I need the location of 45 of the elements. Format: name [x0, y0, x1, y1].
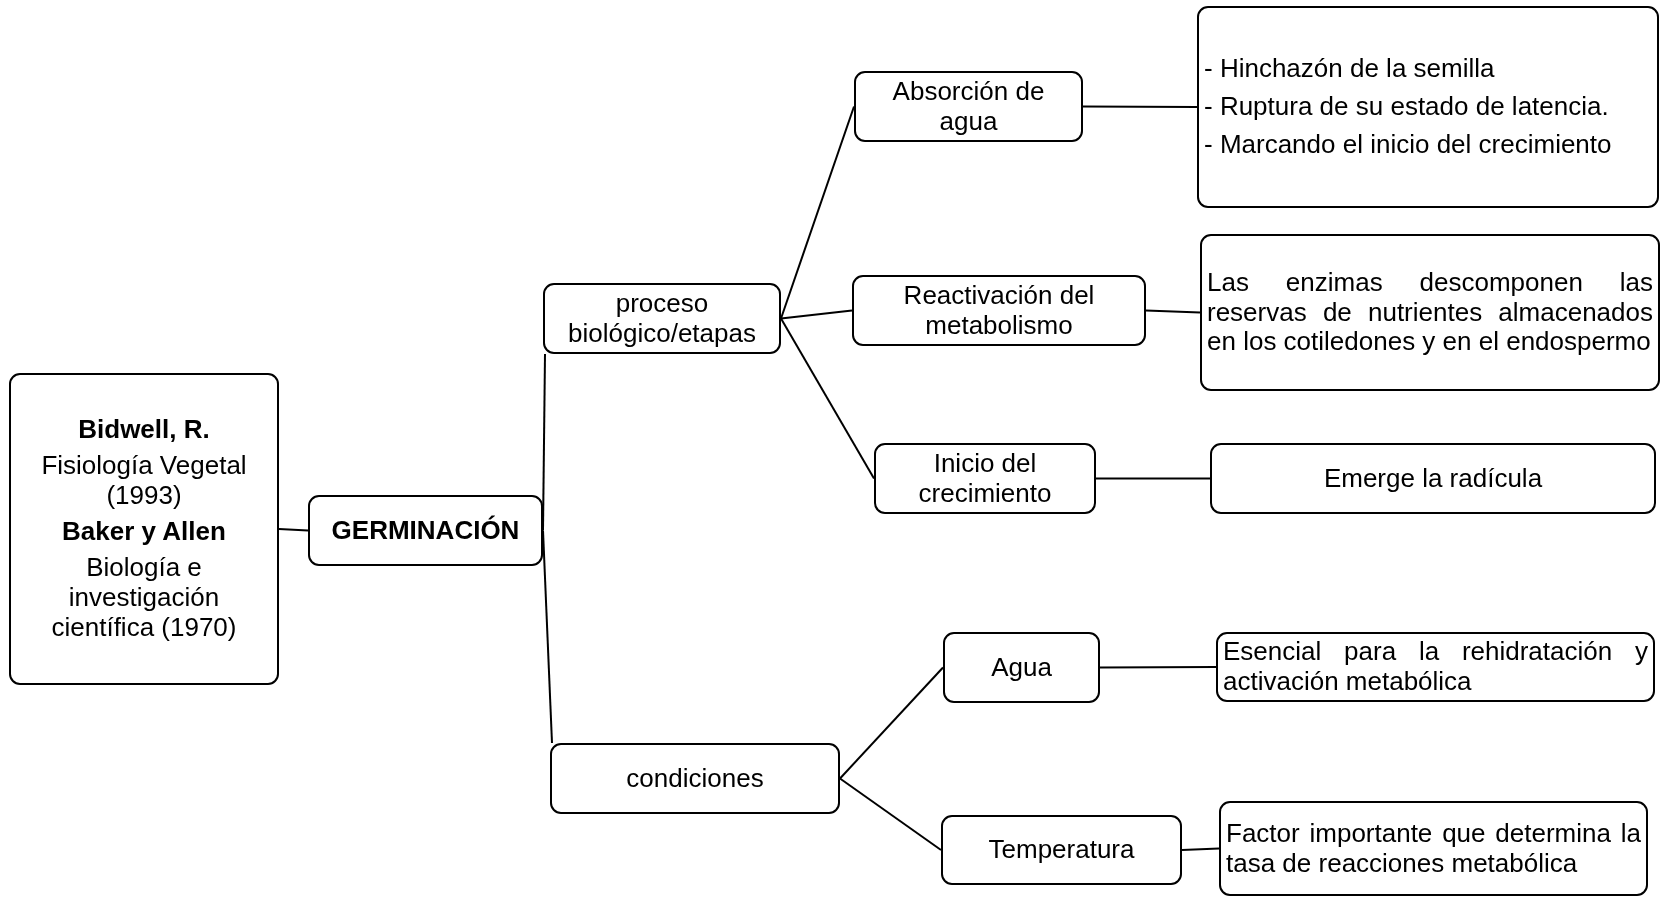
node-text: Reactivación del metabolismo: [902, 280, 1096, 341]
rounded-box: [854, 71, 1083, 142]
rounded-box: [9, 373, 279, 685]
node-text: Inicio del crecimiento: [917, 448, 1053, 509]
connector-line: [1145, 309, 1201, 314]
connector-line: [839, 777, 942, 851]
rounded-box: [941, 815, 1182, 885]
connector-line: [1082, 105, 1198, 108]
node-text: Absorción de agua: [891, 76, 1046, 137]
node-text: Emerge la radícula: [1322, 463, 1544, 494]
rounded-box: [1216, 632, 1655, 702]
node-text: Biología e investigación científica (1970): [50, 552, 238, 643]
connector-line: [780, 309, 853, 320]
node-text: Esencial para la rehidratación y activación metabólica: [1223, 637, 1648, 697]
node-text: - Marcando el inicio del crecimiento: [1204, 129, 1613, 160]
rounded-box: [308, 495, 543, 566]
node-text: Las enzimas descomponen las reservas de nutrientes almacenados en los cotiledones y en el endospermo: [1207, 267, 1653, 358]
node-text: GERMINACIÓN: [330, 515, 521, 546]
node-text: proceso biológico/etapas: [567, 288, 757, 349]
connector-line: [542, 529, 553, 744]
node-text: - Ruptura de su estado de latencia.: [1204, 92, 1610, 122]
connector-line: [1099, 666, 1217, 669]
node-text: Baker y Allen: [61, 517, 227, 547]
node-text: Bidwell, R.: [77, 415, 211, 446]
rounded-box: [1219, 801, 1648, 896]
node-text: - Hinchazón de la semilla: [1204, 54, 1496, 85]
connector-line: [1181, 847, 1220, 851]
connector-line: [839, 666, 944, 780]
rounded-box: [550, 743, 840, 814]
node-text: condiciones: [625, 763, 765, 794]
connector-line: [780, 105, 855, 320]
rounded-box: [543, 283, 781, 354]
rounded-box: [1197, 6, 1659, 208]
connector-line: [278, 528, 309, 532]
rounded-box: [1200, 234, 1660, 391]
rounded-box: [1210, 443, 1656, 514]
rounded-box: [874, 443, 1096, 514]
node-text: Fisiología Vegetal (1993): [40, 451, 248, 512]
connector-line: [780, 317, 875, 480]
node-text: Agua: [990, 652, 1053, 683]
rounded-box: [943, 632, 1100, 703]
connector-line: [1095, 477, 1211, 480]
node-text: Temperatura: [987, 835, 1136, 865]
rounded-box: [852, 275, 1146, 346]
node-text: Factor importante que determina la tasa de reacciones metabólica: [1226, 818, 1641, 879]
